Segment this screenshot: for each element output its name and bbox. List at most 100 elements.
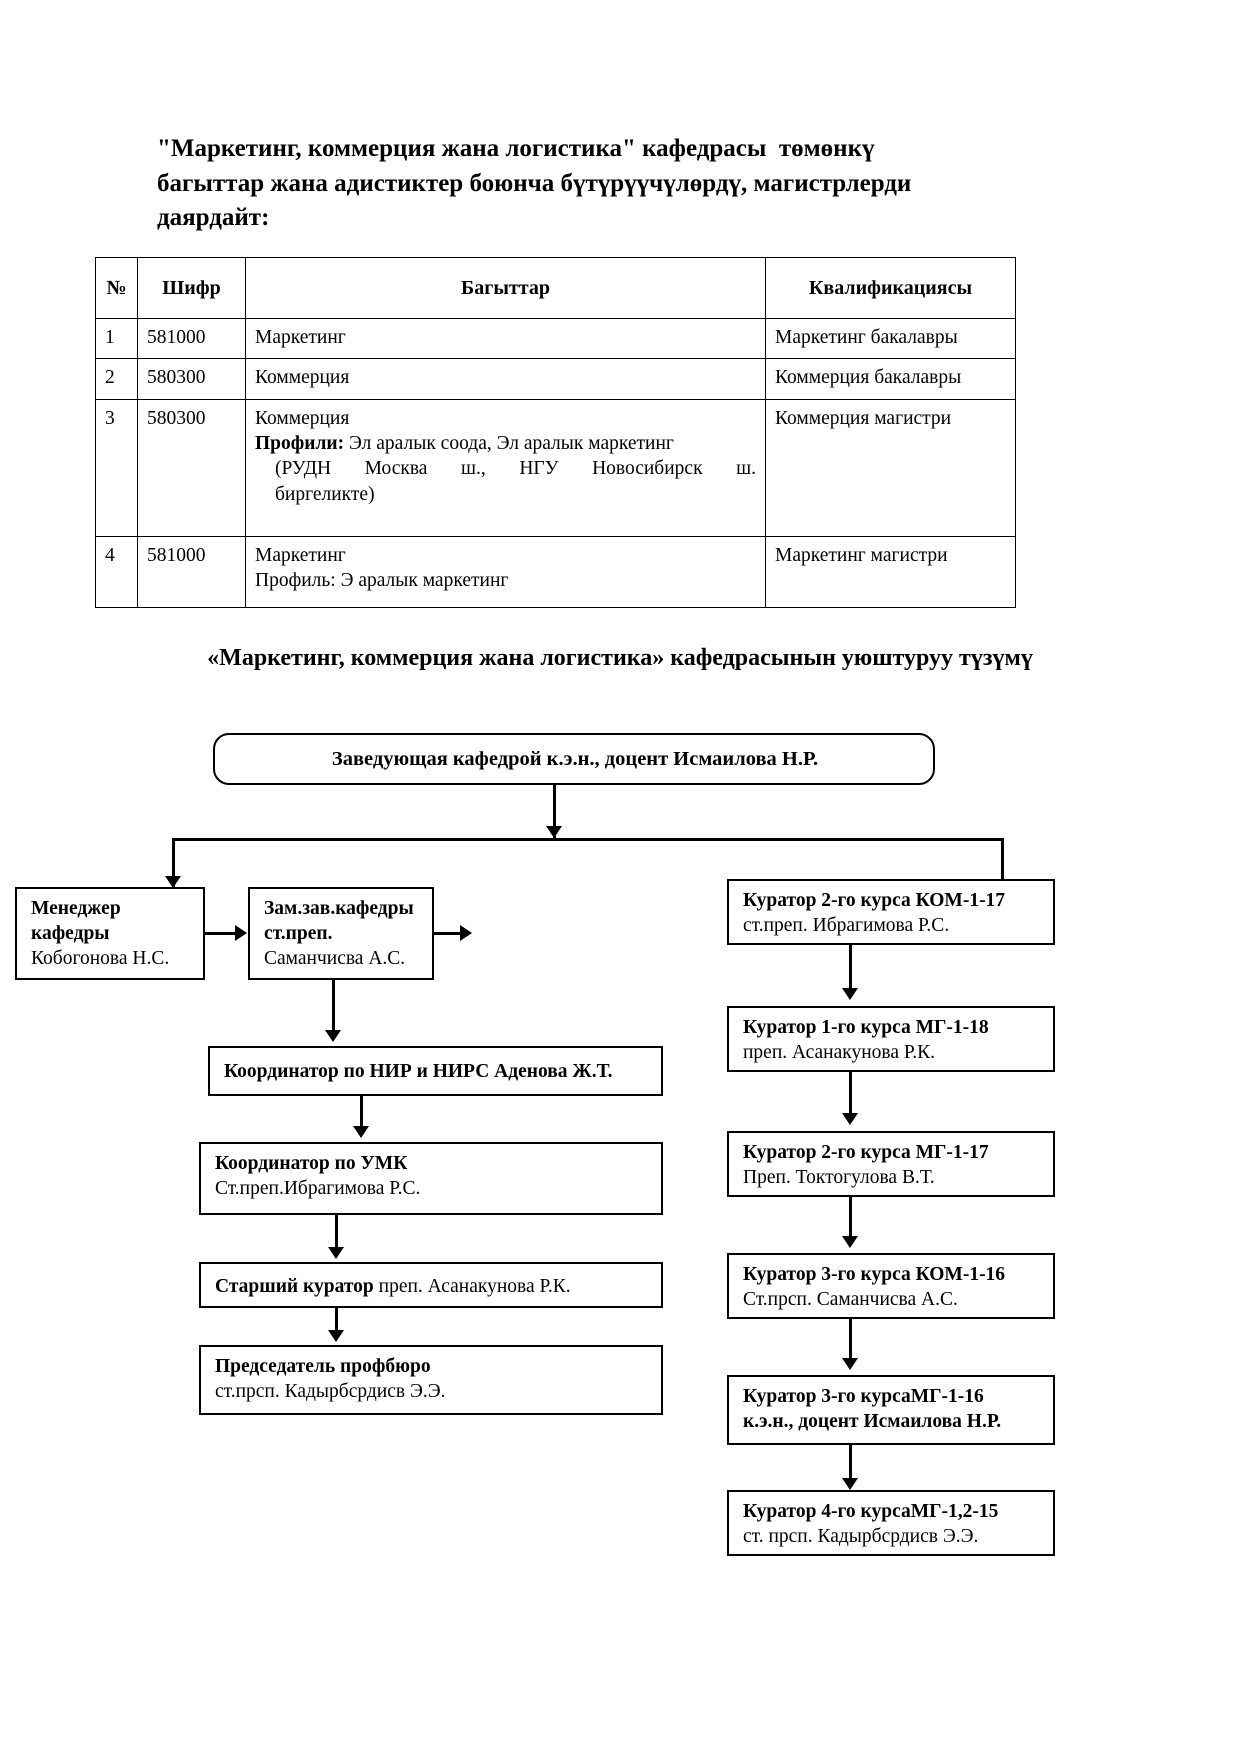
curator-4-title: Куратор 3-го курса КОМ-1-16 [743,1264,1006,1285]
direction-line-1: Коммерция [255,407,350,429]
deputy-line-2: ст.преп. [264,922,333,944]
arrow-deputy-to-nir [325,1030,341,1042]
node-curator-1: Куратор 2-го курса КОМ-1-17 ст.преп. Ибр… [727,879,1055,945]
cell-direction: Коммерция [245,358,766,400]
direction-line-2: Профиль: Э аралык маркетинг [255,570,509,592]
connector-curator-3-to-4 [849,1197,852,1239]
profiles-label: Профили: [255,433,345,455]
connector-curator-4-to-5 [849,1319,852,1361]
cell-number: 1 [95,317,138,360]
direction-line-1: Маркетинг [255,544,346,566]
cell-qualification: Маркетинг магистри [765,535,1016,608]
intro-heading-line-2: багыттар жана адистиктер боюнча бүтүрүүч… [157,169,912,197]
cell-code: 580300 [137,358,246,400]
node-curator-3: Куратор 2-го курса МГ-1-17 Преп. Токтогу… [727,1131,1055,1197]
node-umk-coordinator: Координатор по УМК Ст.преп.Ибрагимова Р.… [199,1142,663,1215]
arrow-curator-4-to-5 [842,1358,858,1370]
connector-bus-right-drop [1001,838,1004,880]
profiles-value: Эл аралык соода, Эл аралык маркетинг [344,433,674,455]
curator-1-person: ст.преп. Ибрагимова Р.С. [743,914,950,936]
nir-coordinator-title: Координатор по НИР и НИРС Аденова Ж.Т. [224,1061,613,1082]
cell-direction: Коммерция Профили: Эл аралык соода, Эл а… [245,398,766,537]
cell-direction: Маркетинг Профиль: Э аралык маркетинг [245,535,766,608]
header-qualification: Квалификациясы [765,257,1016,319]
arrow-nir-to-umk [353,1126,369,1138]
senior-curator-text: Старший куратор преп. Асанакунова Р.К. [215,1275,649,1300]
manager-person: Кобогонова Н.С. [31,947,170,969]
arrow-curator-5-to-6 [842,1478,858,1490]
curator-2-person: преп. Асанакунова Р.К. [743,1041,936,1063]
header-code: Шифр [137,257,246,319]
arrow-curator-2-to-3 [842,1113,858,1125]
cell-number: 4 [95,535,138,608]
curator-3-title: Куратор 2-го курса МГ-1-17 [743,1142,989,1163]
cell-number: 3 [95,398,138,537]
connector-head-down [553,785,556,840]
arrow-umk-to-senior [328,1247,344,1259]
curator-2-title: Куратор 1-го курса МГ-1-18 [743,1017,989,1038]
senior-curator-person: преп. Асанакунова Р.К. [373,1276,571,1297]
connector-nir-to-umk [360,1096,363,1128]
table-row: 4 581000 Маркетинг Профиль: Э аралык мар… [95,535,1016,608]
connector-deputy-right [434,932,462,935]
node-curator-4: Куратор 3-го курса КОМ-1-16 Ст.прсп. Сам… [727,1253,1055,1319]
connector-umk-to-senior [335,1215,338,1249]
node-curator-5: Куратор 3-го курсаМГ-1-16 к.э.н., доцент… [727,1375,1055,1445]
cell-number: 2 [95,358,138,400]
connector-manager-to-deputy [205,932,237,935]
arrow-deputy-right [460,925,472,941]
direction-profiles: Профили: Эл аралык соода, Эл аралык марк… [255,431,756,456]
intro-heading-line-1: "Маркетинг, коммерция жана логистика" ка… [157,135,875,162]
node-deputy-head: Зам.зав.кафедры ст.преп. Саманчисва А.С. [248,887,434,980]
cell-qualification: Маркетинг бакалавры [765,317,1016,360]
direction-line-4: биргеликте) [275,483,375,505]
deputy-person: Саманчисва А.С. [264,947,406,969]
connector-curator-1-to-2 [849,945,852,990]
header-number: № [95,257,138,319]
org-heading-line-1: «Маркетинг, коммерция жана логистика» ка… [207,645,954,671]
connector-curator-2-to-3 [849,1072,852,1116]
table-row: 3 580300 Коммерция Профили: Эл аралык со… [95,398,1016,537]
curator-6-person: ст. прсп. Кадырбсрдисв Э.Э. [743,1525,979,1547]
cell-code: 581000 [137,317,246,360]
cell-qualification: Коммерция магистри [765,398,1016,537]
arrow-bus-left [165,876,181,888]
node-nir-coordinator: Координатор по НИР и НИРС Аденова Ж.Т. [208,1046,663,1096]
direction-line-1: Коммерция [255,367,350,389]
header-direction: Багыттар [245,257,766,319]
arrow-head-down [546,826,562,838]
cell-code: 580300 [137,398,246,537]
umk-coordinator-person: Ст.преп.Ибрагимова Р.С. [215,1177,421,1199]
arrow-manager-to-deputy [235,925,247,941]
curator-4-person: Ст.прсп. Саманчисва А.С. [743,1288,958,1310]
connector-bus-horizontal [172,838,1004,841]
programs-table: № Шифр Багыттар Квалификациясы 1 581000 … [95,257,1016,608]
connector-deputy-to-nir [332,980,335,1032]
org-heading-line-2: түзүмү [959,645,1033,671]
manager-line-1: Менеджер [31,898,121,919]
intro-heading-line-3: даярдайт: [157,204,270,231]
profburo-person: ст.прсп. Кадырбсрдисв Э.Э. [215,1380,446,1402]
table-header-row: № Шифр Багыттар Квалификациясы [95,257,1016,319]
curator-5-person: к.э.н., доцент Исмаилова Н.Р. [743,1410,1002,1432]
arrow-senior-to-profburo [328,1330,344,1342]
org-chart-heading: «Маркетинг, коммерция жана логистика» ка… [150,640,1090,676]
node-profburo-chair: Председатель профбюро ст.прсп. Кадырбсрд… [199,1345,663,1415]
arrow-curator-1-to-2 [842,988,858,1000]
cell-qualification: Коммерция бакалавры [765,358,1016,400]
direction-line-1: Маркетинг [255,327,346,348]
umk-coordinator-title: Координатор по УМК [215,1153,408,1174]
manager-line-2: кафедры [31,922,110,944]
connector-bus-left-drop [172,838,175,888]
connector-curator-5-to-6 [849,1445,852,1483]
profburo-title: Председатель профбюро [215,1356,431,1377]
connector-senior-to-profburo [335,1308,338,1332]
deputy-line-1: Зам.зав.кафедры [264,898,414,919]
curator-3-person: Преп. Токтогулова В.Т. [743,1166,935,1188]
head-of-department-title: Заведующая кафедрой к.э.н., доцент Исмаи… [331,748,819,770]
curator-1-title: Куратор 2-го курса КОМ-1-17 [743,890,1006,911]
node-head-of-department: Заведующая кафедрой к.э.н., доцент Исмаи… [213,733,935,785]
cell-code: 581000 [137,535,246,608]
